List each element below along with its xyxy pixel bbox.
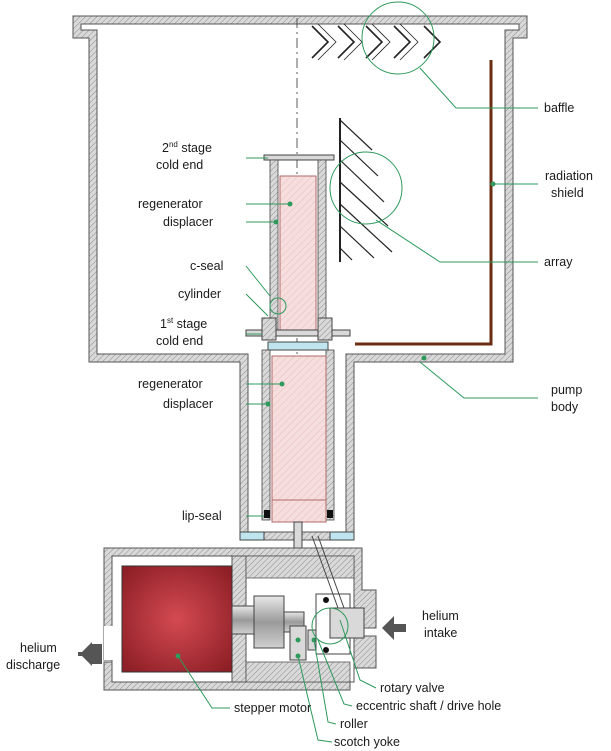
leader-lines [175, 67, 538, 743]
helium-intake-arrow [382, 616, 406, 640]
label-2nd-stage: 2nd stage [162, 140, 212, 155]
label-1st-stage-num: 1 [160, 317, 167, 331]
label-1st-stage-rest: stage [173, 317, 207, 331]
detail-circles [269, 1, 435, 645]
label-regen-upper-2: displacer [163, 215, 213, 229]
label-radiation-shield-2: shield [551, 186, 584, 200]
label-1st-stage: 1st stage [160, 316, 207, 331]
label-pump-body-2: body [551, 400, 579, 414]
lower-cylinder [239, 349, 355, 541]
label-2nd-stage-line2: cold end [156, 158, 203, 172]
radiation-shield [355, 60, 493, 346]
label-1st-stage-line2: cold end [156, 334, 203, 348]
rotary-valve [311, 535, 365, 655]
label-array: array [544, 255, 573, 269]
label-helium-discharge-2: discharge [6, 658, 60, 672]
label-2nd-stage-sup: nd [169, 140, 178, 149]
label-lip-seal: lip-seal [182, 509, 222, 523]
label-radiation-shield-1: radiation [545, 169, 593, 183]
label-2nd-stage-num: 2 [162, 141, 169, 155]
labels: baffle radiation shield array pump body … [6, 101, 593, 749]
label-cylinder: cylinder [178, 287, 221, 301]
label-scotch-yoke: scotch yoke [334, 735, 400, 749]
label-rotary-valve: rotary valve [380, 681, 445, 695]
array-block [339, 118, 393, 262]
label-stepper-motor: stepper motor [234, 701, 311, 715]
label-2nd-stage-rest: stage [178, 141, 212, 155]
label-baffle: baffle [544, 101, 574, 115]
label-helium-intake-1: helium [422, 609, 459, 623]
baffle-chevrons [311, 23, 442, 61]
label-roller: roller [340, 717, 368, 731]
label-eccentric-shaft: eccentric shaft / drive hole [356, 699, 501, 713]
label-regen-lower-1: regenerator [138, 377, 203, 391]
label-regen-upper-1: regenerator [138, 197, 203, 211]
helium-discharge-arrowhead [80, 642, 92, 666]
motor-shaft [231, 595, 305, 649]
label-pump-body-1: pump [551, 383, 582, 397]
label-helium-discharge-1: helium [20, 641, 57, 655]
label-1st-stage-sup: st [167, 316, 174, 325]
label-regen-lower-2: displacer [163, 397, 213, 411]
first-stage-flange [245, 317, 351, 351]
label-helium-intake-2: intake [424, 626, 457, 640]
upper-cylinder [263, 154, 335, 337]
label-c-seal: c-seal [190, 259, 223, 273]
